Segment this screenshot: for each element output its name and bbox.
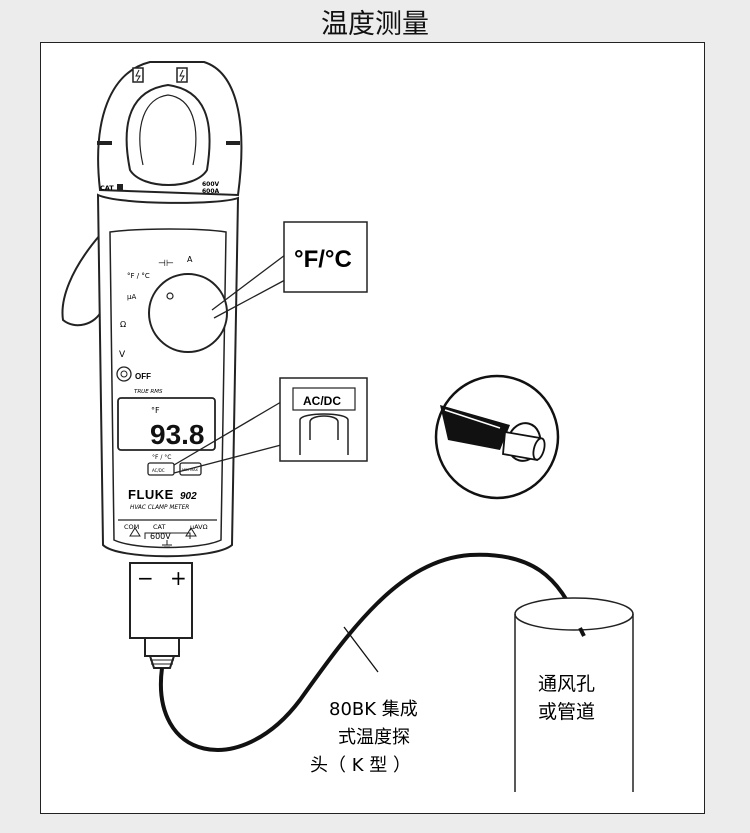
unit-leader-line-top [211, 254, 286, 311]
display-unit: °F [151, 406, 160, 415]
dial-ohm-label: Ω [120, 320, 126, 329]
probe-label-line1: 80BK 集成 [329, 699, 418, 720]
unit-callout-label: °F/°C [294, 246, 352, 273]
connector-plus: + [170, 566, 187, 590]
jack-600v-label: 600V [150, 532, 171, 541]
unit-leader-line-bottom [213, 279, 286, 319]
hazard-mark-left [132, 67, 144, 83]
model-number: 902 [180, 491, 197, 502]
hazard-mark-right [176, 67, 188, 83]
probe-connector [129, 562, 193, 669]
probe-label-line2: 式温度探 [338, 727, 410, 748]
acdc-button[interactable] [147, 462, 175, 476]
current-rating-label: 600A [202, 188, 220, 195]
meter-subtitle: HVAC CLAMP METER [130, 505, 189, 511]
brand-logo: FLUKE [128, 487, 174, 502]
dial-unit-label: °F / °C [127, 272, 150, 280]
true-rms-label: TRUE RMS [134, 389, 163, 395]
dial-v-label: V [119, 350, 126, 360]
vent-label-line1: 通风孔 [538, 673, 595, 695]
clamp-trigger [61, 232, 104, 327]
dial-a-label: A [187, 255, 193, 264]
cat-rating-label: CAT [100, 184, 114, 192]
off-label: OFF [135, 372, 151, 381]
jack-com-label: COM [124, 523, 139, 531]
lcd-display [117, 397, 216, 451]
vent-label-line2: 或管道 [538, 701, 595, 723]
connector-collar [144, 637, 180, 657]
unit-callout-box [283, 221, 368, 293]
acdc-button-label: AC/DC [152, 468, 165, 473]
display-value: 93.8 [150, 419, 205, 450]
clamp-meter [61, 61, 243, 558]
jack-uav-label: μAVΩ [190, 523, 208, 531]
jack-cat-label: CAT [153, 523, 165, 531]
button-unit-label: °F / °C [152, 454, 171, 461]
probe-cable [158, 552, 582, 752]
connector-minus: − [137, 566, 154, 590]
probe-leader-line [343, 626, 379, 673]
probe-label-line3: 头（ K 型 ） [310, 755, 411, 776]
diagram-title: 温度测量 [321, 9, 429, 40]
dial-ua-label: μA [127, 293, 136, 301]
vent-duct [514, 597, 634, 792]
connector-plug [129, 562, 193, 639]
acdc-callout-label: AC/DC [303, 394, 341, 408]
rotary-dial[interactable] [148, 273, 228, 353]
clamp-jaw-opening [125, 83, 211, 186]
voltage-rating-label: 600V [202, 181, 220, 188]
capacitance-icon: ⊣⊢ [158, 259, 174, 269]
warning-icon-right [185, 527, 197, 537]
minmax-button-label: MIN MAX [182, 468, 199, 472]
cat-rating-box [117, 184, 123, 190]
acdc-leader-line-top [173, 401, 282, 466]
warning-icon-left [129, 527, 141, 537]
acdc-leader-line-bottom [173, 444, 282, 474]
